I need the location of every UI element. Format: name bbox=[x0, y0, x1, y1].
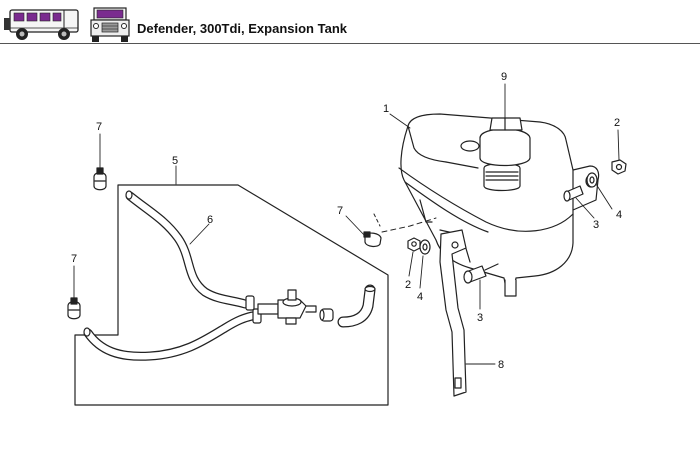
callout-2: 2 bbox=[405, 279, 411, 291]
callout-7: 7 bbox=[71, 253, 77, 265]
callout-1: 1 bbox=[383, 103, 389, 115]
nut-left bbox=[407, 237, 421, 252]
hose-clip-7-lower bbox=[67, 297, 81, 320]
callout-4: 4 bbox=[616, 209, 622, 221]
bolt-upper bbox=[563, 185, 584, 202]
callout-7: 7 bbox=[96, 121, 102, 133]
callout-8: 8 bbox=[498, 359, 504, 371]
hose-clip bbox=[245, 295, 255, 311]
hose-clip-7-upper bbox=[93, 167, 107, 191]
hose-lower bbox=[83, 311, 257, 361]
callout-6: 6 bbox=[207, 214, 213, 226]
mounting-bracket bbox=[439, 229, 467, 397]
callout-9: 9 bbox=[501, 71, 507, 83]
hose-clip-7-tank bbox=[363, 231, 382, 248]
callout-4: 4 bbox=[417, 291, 423, 303]
filler-cap bbox=[479, 117, 531, 192]
washer-left bbox=[419, 239, 431, 255]
callout-5: 5 bbox=[172, 155, 178, 167]
header-divider bbox=[0, 43, 700, 44]
assembly-guide-line bbox=[373, 213, 381, 227]
hose-upper bbox=[125, 190, 250, 309]
nut-right bbox=[611, 159, 627, 175]
assembly-guide-line bbox=[381, 217, 437, 233]
leader-lines bbox=[73, 83, 620, 365]
washer-right bbox=[586, 172, 598, 188]
page-header: Defender, 300Tdi, Expansion Tank bbox=[0, 0, 700, 44]
defender-front-view-icon bbox=[90, 7, 130, 42]
callout-7: 7 bbox=[337, 205, 343, 217]
callout-2: 2 bbox=[614, 117, 620, 129]
hose-kit-outline bbox=[74, 184, 389, 406]
page-title: Defender, 300Tdi, Expansion Tank bbox=[137, 21, 347, 36]
hose-connector-valve bbox=[257, 289, 317, 325]
callout-3: 3 bbox=[593, 219, 599, 231]
hose-sleeve bbox=[319, 308, 334, 322]
callout-3: 3 bbox=[477, 312, 483, 324]
defender-side-view-icon bbox=[4, 9, 79, 40]
hose-elbow bbox=[337, 284, 376, 328]
bolt-lower bbox=[463, 263, 499, 284]
